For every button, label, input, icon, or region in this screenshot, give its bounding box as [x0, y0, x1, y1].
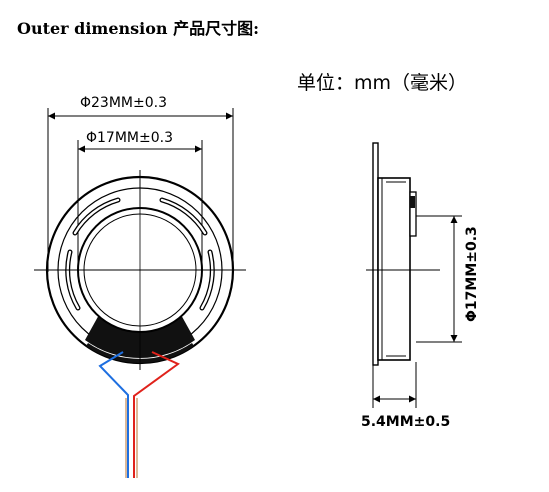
vent-slot-inner	[160, 198, 207, 235]
red-wire	[133, 351, 180, 478]
terminal-bump	[409, 191, 417, 237]
outer-diameter-label: Φ23MM±0.3	[80, 95, 167, 111]
inner-diameter-label: Φ17MM±0.3	[86, 130, 173, 146]
blue-wire	[98, 351, 129, 478]
vent-slot-inner	[73, 198, 120, 235]
terminal-solder	[410, 196, 415, 208]
speaker-body	[377, 177, 411, 361]
page-title: Outer dimension 产品尺寸图:	[17, 19, 260, 38]
side-view: Φ17MM±0.3 5.4MM±0.5	[361, 142, 480, 430]
side-diameter-label: Φ17MM±0.3	[464, 226, 480, 322]
front-view: Φ23MM±0.3 Φ17MM±0.3	[34, 95, 246, 478]
thickness-label: 5.4MM±0.5	[361, 414, 450, 430]
vent-slot-inner	[66, 250, 80, 310]
unit-label: 单位：mm（毫米）	[297, 72, 468, 94]
vent-slot-inner	[200, 250, 214, 310]
